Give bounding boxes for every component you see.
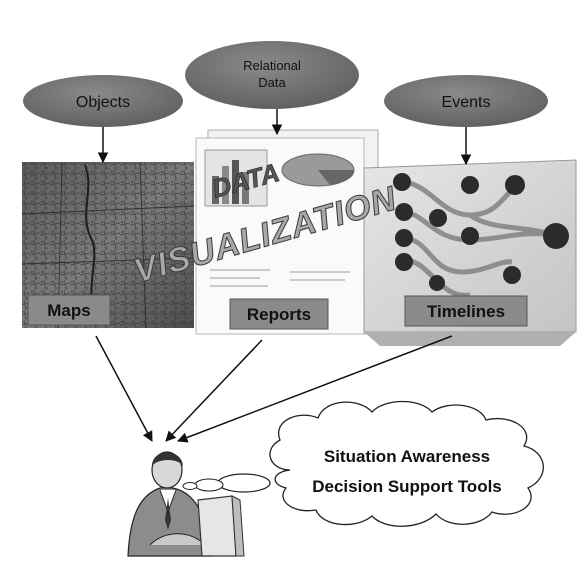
computer-monitor bbox=[197, 495, 237, 557]
map-river-line bbox=[84, 164, 97, 327]
timelines-label-box: Timelines bbox=[404, 295, 528, 327]
maps-label: Maps bbox=[47, 301, 90, 320]
maps-label-box: Maps bbox=[27, 294, 111, 326]
relational-data-label-line1: Relational bbox=[243, 58, 301, 73]
events-label: Events bbox=[442, 94, 491, 111]
cloud-line1: Situation Awareness bbox=[324, 447, 490, 466]
arrow-reports-to-user bbox=[165, 339, 263, 442]
objects-node: Objects bbox=[23, 75, 183, 127]
objects-label: Objects bbox=[76, 94, 130, 111]
thought-cloud: Situation Awareness Decision Support Too… bbox=[182, 400, 544, 527]
timeline-event-nodes bbox=[393, 173, 569, 291]
cloud-line2: Decision Support Tools bbox=[312, 477, 502, 496]
reports-label: Reports bbox=[247, 305, 311, 324]
relational-data-label-line2: Data bbox=[258, 75, 286, 90]
arrow-maps-to-user bbox=[95, 335, 153, 442]
arrow-timelines-to-user bbox=[177, 335, 453, 443]
flow-arrows bbox=[95, 109, 472, 443]
reports-label-box: Reports bbox=[229, 298, 329, 330]
user-figure bbox=[127, 451, 245, 557]
timelines-panel bbox=[363, 159, 577, 346]
events-node: Events bbox=[384, 75, 548, 127]
timelines-label: Timelines bbox=[427, 302, 505, 321]
relational-data-node: Relational Data bbox=[185, 41, 359, 109]
